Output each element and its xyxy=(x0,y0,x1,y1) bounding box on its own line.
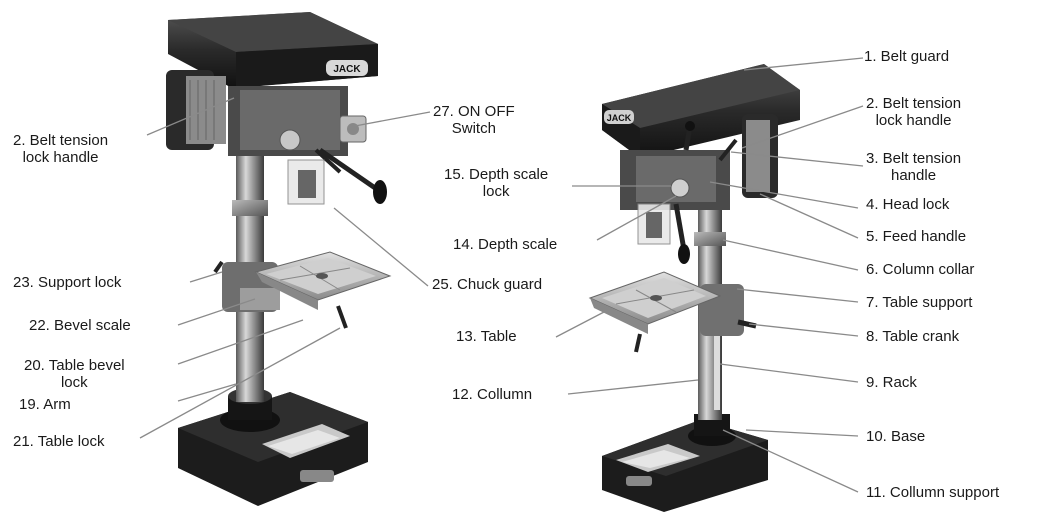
label-line: 20. Table bevel xyxy=(24,357,125,374)
label-line: Switch xyxy=(451,120,496,137)
leader-lines xyxy=(139,57,864,493)
label-line: lock handle xyxy=(875,112,952,129)
label-support-lock: 23. Support lock xyxy=(13,274,122,291)
label-line: 2. Belt tension xyxy=(13,132,109,149)
label-line: lock handle xyxy=(22,149,99,166)
label-line: 2. Belt tension xyxy=(866,95,962,112)
left-drill-press: JACK xyxy=(166,12,392,506)
label-column-collar: 6. Column collar xyxy=(866,261,975,278)
label-head-lock: 4. Head lock xyxy=(866,196,950,213)
label-belt-guard: 1. Belt guard xyxy=(864,48,950,65)
label-belt-tension-lock-handle-left: 2. Belt tension lock handle xyxy=(13,132,108,166)
right-logo: JACK xyxy=(607,113,632,123)
label-depth-scale: 14. Depth scale xyxy=(453,236,558,253)
label-table-support: 7. Table support xyxy=(866,294,973,311)
label-rack: 9. Rack xyxy=(866,374,917,391)
label-base: 10. Base xyxy=(866,428,926,445)
label-line: 15. Depth scale xyxy=(444,166,549,183)
label-table-crank: 8. Table crank xyxy=(866,328,960,345)
label-table-lock: 21. Table lock xyxy=(13,433,105,450)
label-line: lock xyxy=(60,374,88,391)
label-feed-handle: 5. Feed handle xyxy=(866,228,967,245)
label-arm: 19. Arm xyxy=(19,396,71,413)
label-line: handle xyxy=(891,167,937,184)
label-line: lock xyxy=(482,183,510,200)
label-chuck-guard: 25. Chuck guard xyxy=(432,276,543,293)
label-belt-tension-lock-handle-right: 2. Belt tension lock handle xyxy=(866,95,961,129)
right-drill-press: JACK xyxy=(588,64,800,512)
label-table: 13. Table xyxy=(456,328,517,345)
label-on-off-switch: 27. ON OFF Switch xyxy=(433,103,515,137)
label-collumn-support: 11. Collumn support xyxy=(866,484,1000,501)
left-logo: JACK xyxy=(333,64,361,75)
label-collumn: 12. Collumn xyxy=(452,386,533,403)
label-depth-scale-lock: 15. Depth scale lock xyxy=(444,166,548,200)
label-line: 27. ON OFF xyxy=(433,103,515,120)
label-table-bevel-lock: 20. Table bevel lock xyxy=(24,357,125,391)
label-line: 3. Belt tension xyxy=(866,150,962,167)
label-bevel-scale: 22. Bevel scale xyxy=(29,317,131,334)
label-belt-tension-handle: 3. Belt tension handle xyxy=(866,150,961,184)
